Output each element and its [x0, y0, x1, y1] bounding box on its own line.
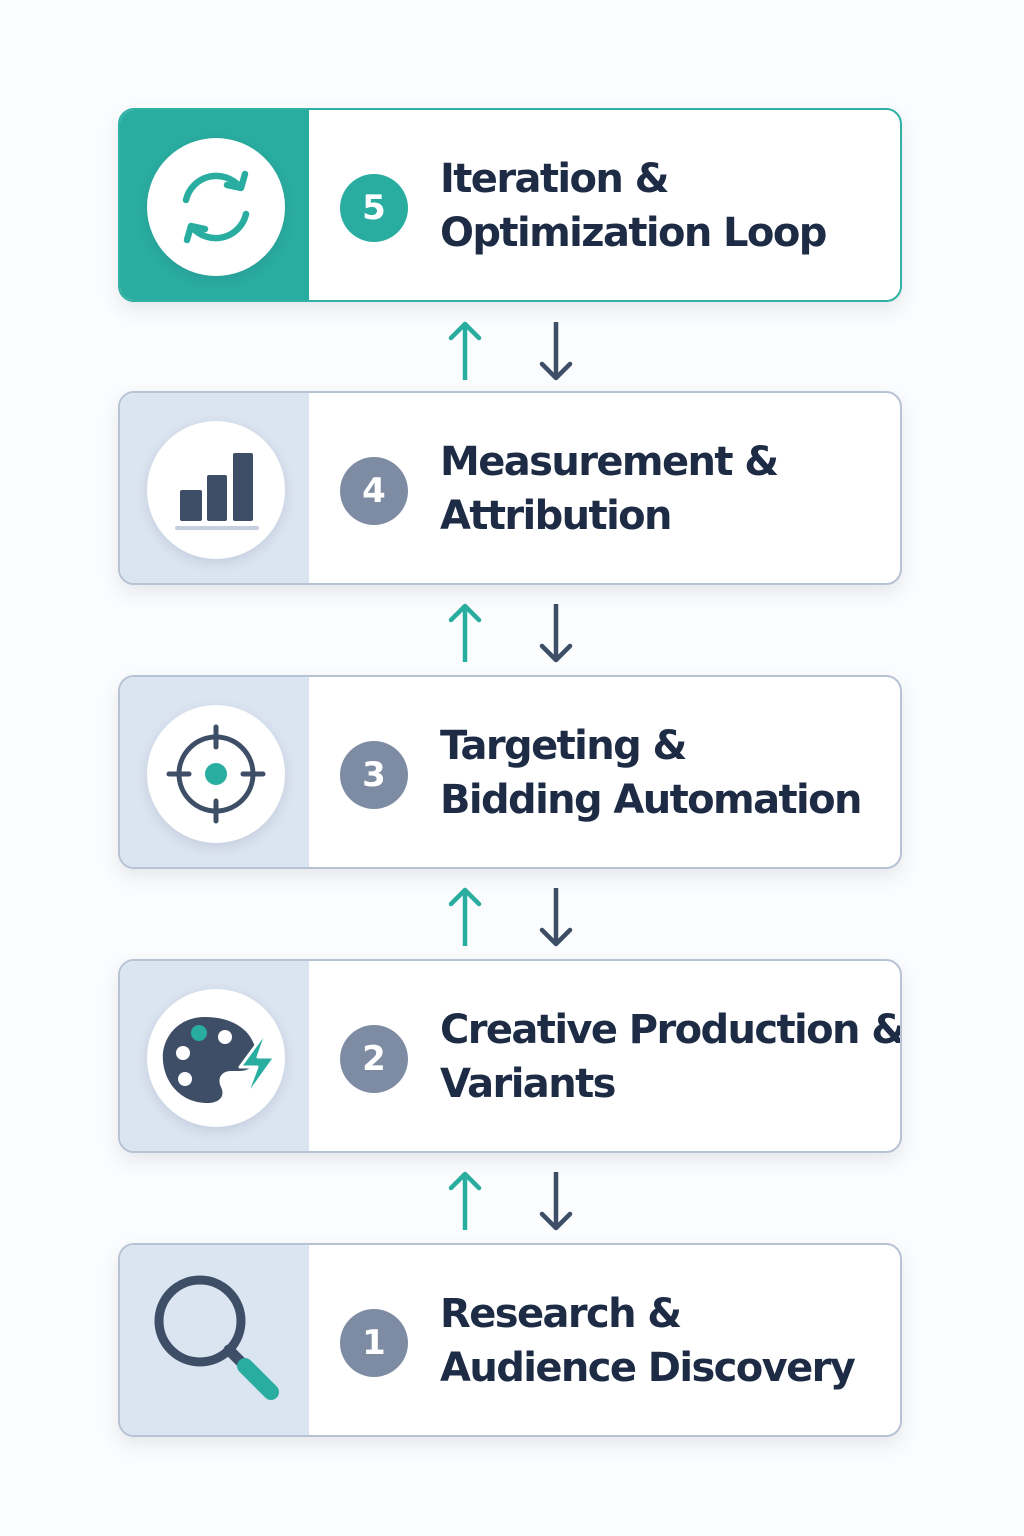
step-title-line2: Audience Discovery — [440, 1345, 856, 1391]
arrow-down-icon — [539, 322, 573, 381]
connector-3-2 — [448, 887, 573, 947]
connector-2-1 — [448, 1171, 573, 1231]
arrow-up-icon — [448, 603, 482, 662]
step-title-line2: Attribution — [440, 493, 673, 539]
step-title-line1: Targeting & — [440, 723, 687, 769]
step-2-icon-circle — [147, 989, 285, 1127]
step-number-badge: 3 — [340, 741, 408, 809]
arrow-down-icon — [539, 1172, 573, 1231]
step-1-icon-panel — [120, 1245, 309, 1435]
step-4-icon-circle — [147, 421, 285, 559]
step-title-line1: Iteration & — [440, 156, 669, 202]
step-2-icon-panel — [120, 961, 309, 1151]
crosshair-target-icon — [166, 724, 266, 824]
step-title-line2: Optimization Loop — [440, 210, 827, 256]
arrow-up-icon — [448, 1171, 482, 1230]
step-number-badge: 5 — [340, 174, 408, 242]
step-number-badge: 4 — [340, 457, 408, 525]
step-number-badge: 2 — [340, 1025, 408, 1093]
palette-lightning-icon — [162, 1017, 277, 1103]
connector-4-3 — [448, 603, 573, 663]
step-title-line2: Bidding Automation — [440, 777, 863, 823]
step-title-line2: Variants — [440, 1061, 616, 1107]
arrow-down-icon — [539, 604, 573, 663]
step-number-badge: 1 — [340, 1309, 408, 1377]
arrow-up-icon — [448, 321, 482, 380]
connector-5-4 — [448, 321, 573, 381]
step-title: Iteration & Optimization Loop — [440, 152, 890, 260]
step-5-icon-panel — [120, 110, 309, 300]
step-title: Creative Production & Variants — [440, 1003, 902, 1111]
arrow-up-icon — [448, 887, 482, 946]
step-title-line1: Research & — [440, 1291, 682, 1337]
step-title: Research & Audience Discovery — [440, 1287, 890, 1395]
bar-chart-icon — [175, 453, 259, 530]
step-title-line1: Creative Production & — [440, 1007, 902, 1053]
step-card-3: 3 Targeting & Bidding Automation — [118, 675, 902, 869]
arrow-down-icon — [539, 888, 573, 947]
step-3-icon-panel — [120, 677, 309, 867]
step-4-icon-panel — [120, 393, 309, 583]
step-card-4: 4 Measurement & Attribution — [118, 391, 902, 585]
step-3-icon-circle — [147, 705, 285, 843]
step-card-1: 1 Research & Audience Discovery — [118, 1243, 902, 1437]
step-card-2: 2 Creative Production & Variants — [118, 959, 902, 1153]
step-card-5: 5 Iteration & Optimization Loop — [118, 108, 902, 302]
step-title: Measurement & Attribution — [440, 435, 890, 543]
step-title-line1: Measurement & — [440, 439, 779, 485]
step-title: Targeting & Bidding Automation — [440, 719, 890, 827]
refresh-cycle-icon — [182, 170, 250, 244]
magnifier-icon — [154, 1275, 279, 1400]
step-5-icon-circle — [147, 138, 285, 276]
